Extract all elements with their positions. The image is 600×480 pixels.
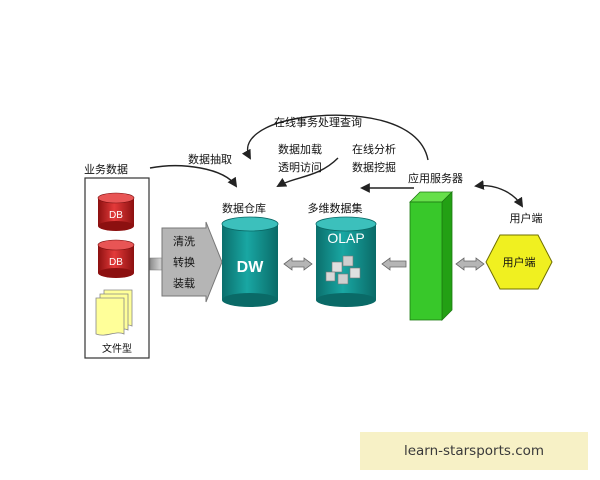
online-query-label: 在线事务处理查询 xyxy=(274,115,362,129)
user-end-top-label: 用户端 xyxy=(510,211,543,225)
user-end-curve-arrow xyxy=(474,180,524,208)
dw-cylinder: DW xyxy=(221,216,279,307)
file-type-label: 文件型 xyxy=(102,342,132,355)
data-extract-arrow xyxy=(149,165,238,188)
data-extract-label: 数据抽取 xyxy=(188,152,232,166)
dw-label: DW xyxy=(237,259,265,276)
file-documents-icon xyxy=(95,289,133,336)
olap-cubes-icon xyxy=(325,255,361,285)
user-end-label: 用户端 xyxy=(503,255,536,269)
data-mining-label: 数据挖掘 xyxy=(352,160,396,174)
online-query-arrow xyxy=(241,114,429,161)
db-cylinder-2: DB xyxy=(97,239,135,278)
watermark: learn-starsports.com xyxy=(360,432,588,470)
server-user-double-arrow xyxy=(455,257,485,271)
data-load-label: 数据加载 xyxy=(278,142,322,156)
transparent-access-arrow xyxy=(276,157,339,187)
transparent-access-label: 透明访问 xyxy=(278,161,322,174)
db-1-label: DB xyxy=(109,210,123,221)
etl-transform-label: 转换 xyxy=(173,255,195,269)
app-server-to-olap-block-arrow xyxy=(381,257,407,271)
app-server-label: 应用服务器 xyxy=(408,171,463,185)
db-2-label: DB xyxy=(109,257,123,268)
etl-clean-label: 清洗 xyxy=(173,235,195,248)
business-data-label: 业务数据 xyxy=(84,162,128,176)
olap-label: OLAP xyxy=(327,230,364,246)
etl-load-label: 装载 xyxy=(173,277,195,290)
user-end-hexagon xyxy=(485,234,553,290)
data-warehouse-label: 数据仓库 xyxy=(222,201,266,215)
online-analysis-label: 在线分析 xyxy=(352,142,396,156)
app-server-box xyxy=(409,191,453,321)
etl-block-arrow xyxy=(161,221,223,303)
db-cylinder-1: DB xyxy=(97,192,135,231)
multidim-dataset-label: 多维数据集 xyxy=(308,201,363,215)
dw-olap-double-arrow xyxy=(283,257,313,271)
olap-cylinder: OLAP xyxy=(315,216,377,307)
